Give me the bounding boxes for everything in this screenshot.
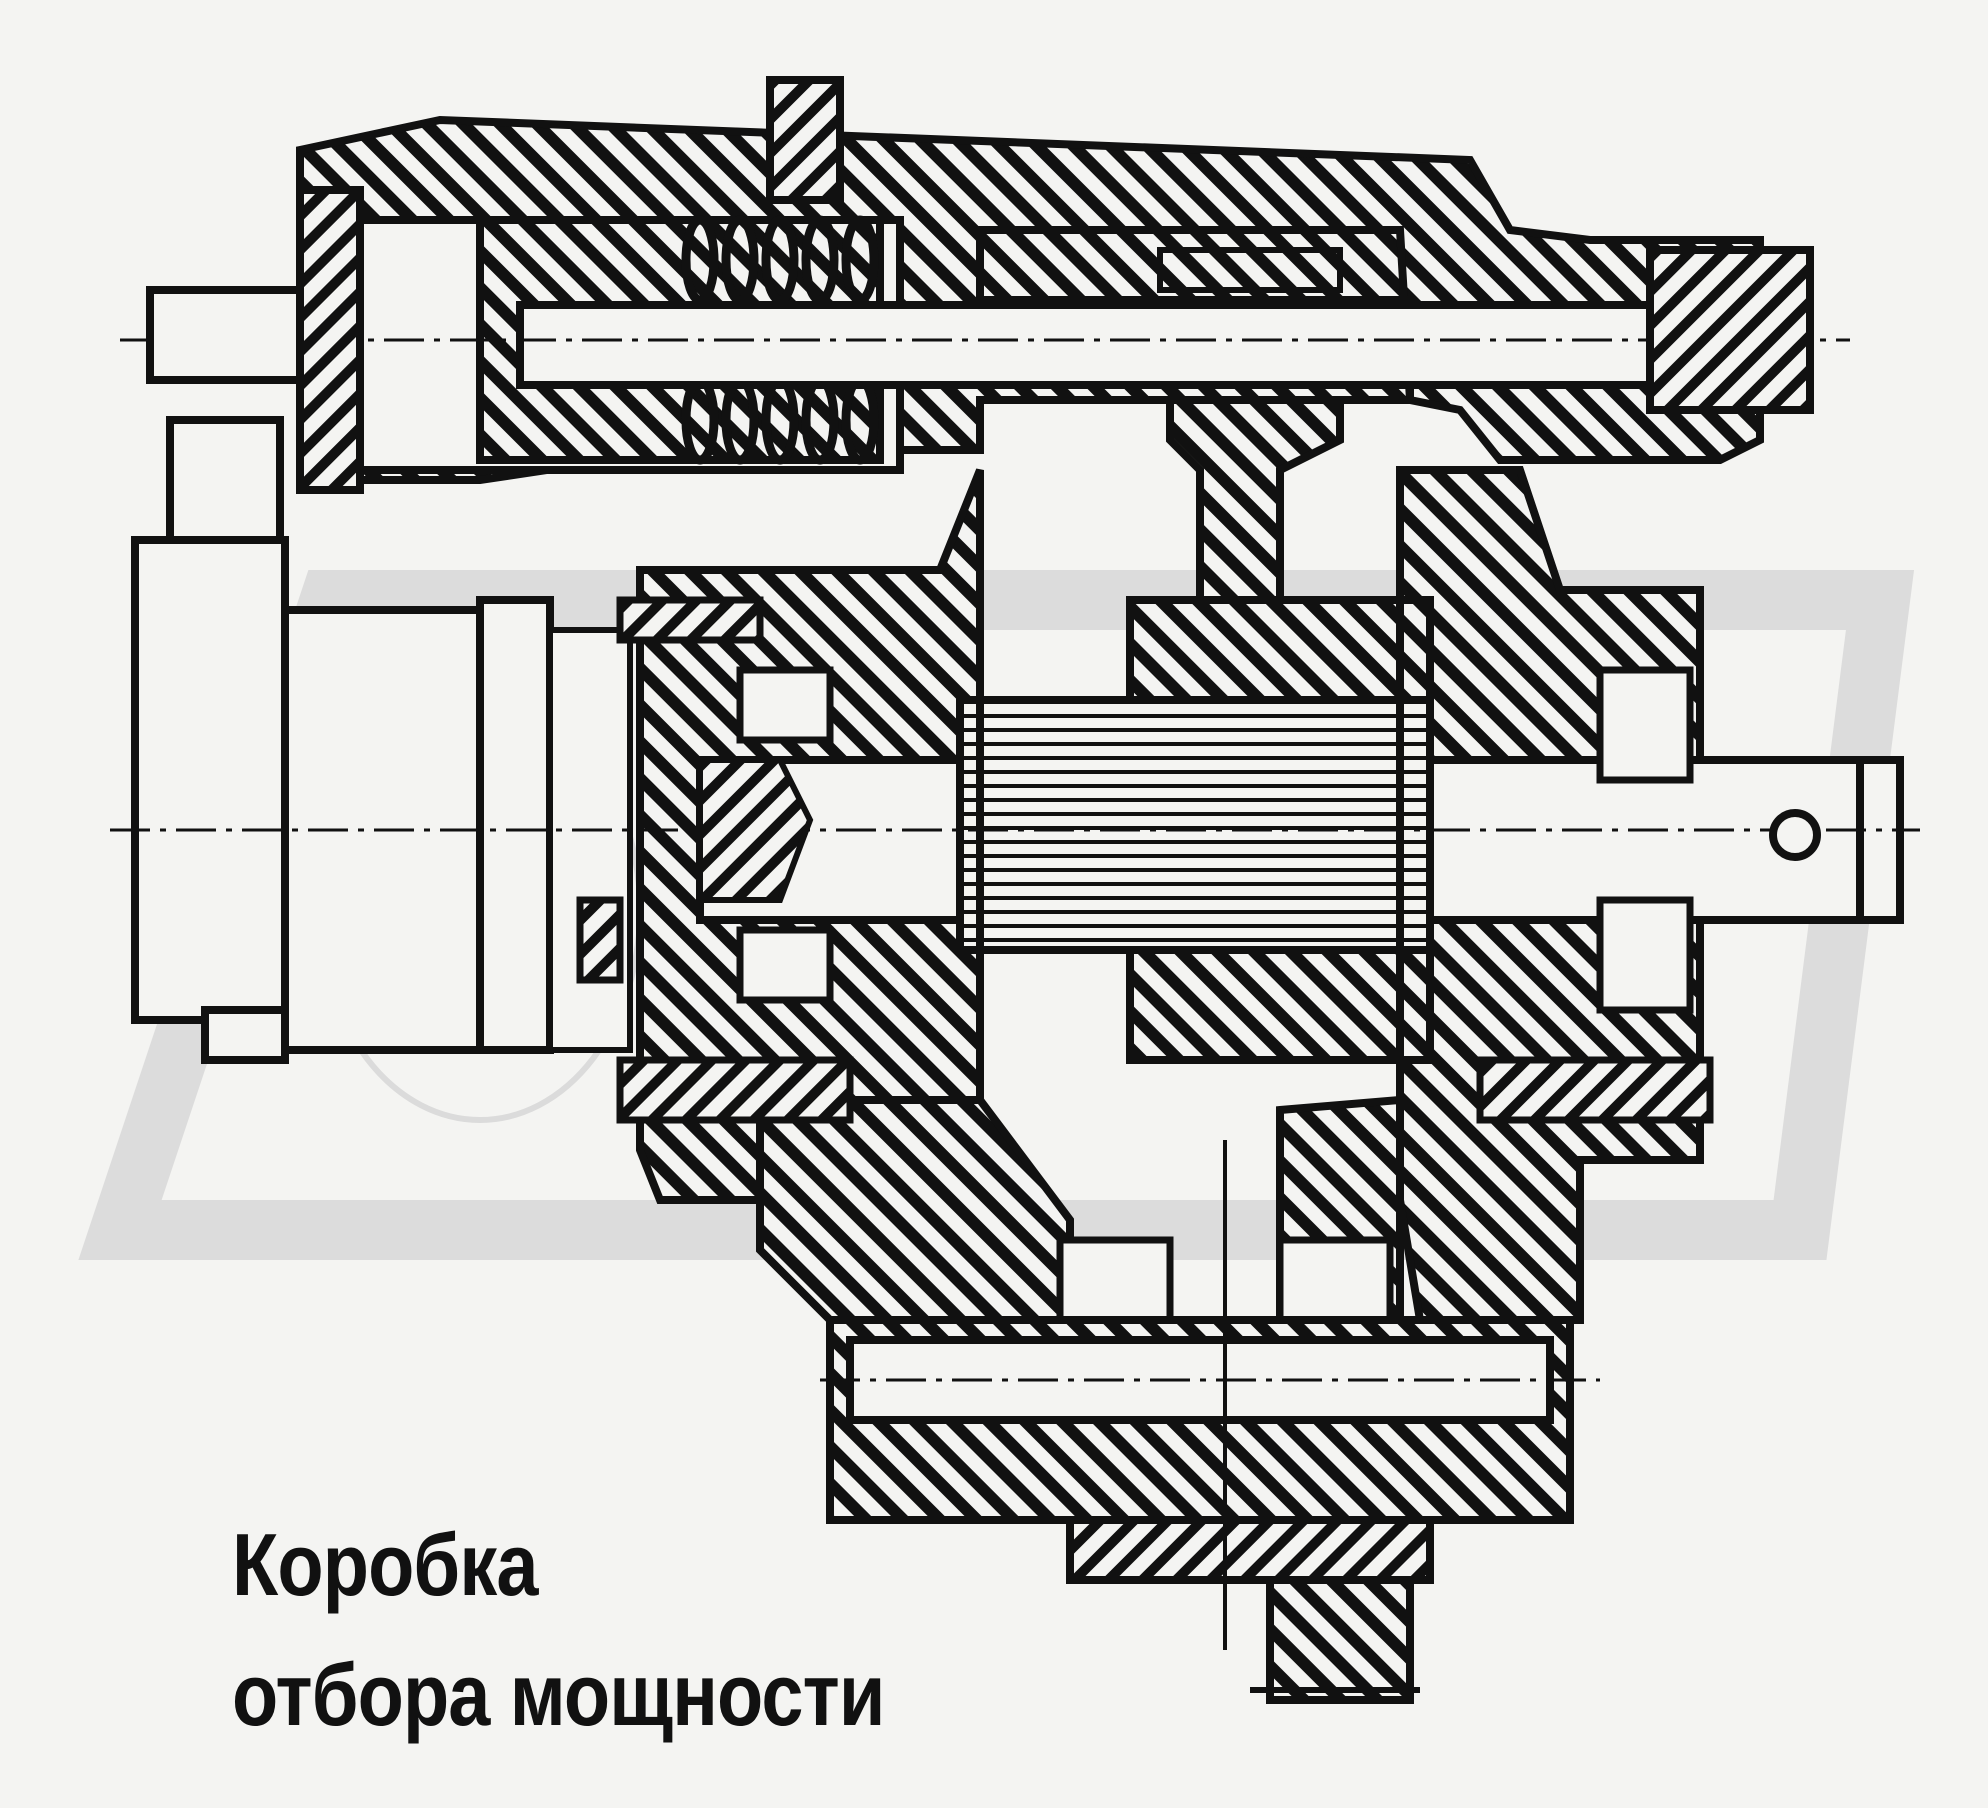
outline-accents <box>976 470 1404 1100</box>
caption-line-2: отбора мощности <box>232 1645 885 1744</box>
figure-caption: Коробка отбора мощности <box>232 1500 885 1760</box>
bolts <box>576 596 1714 1124</box>
caption-line-1: Коробка <box>232 1515 538 1614</box>
main-shaft <box>110 696 1920 954</box>
top-housing <box>120 76 1850 644</box>
bottom-shaft-assembly <box>820 1140 1600 1704</box>
left-flange <box>131 416 633 1064</box>
